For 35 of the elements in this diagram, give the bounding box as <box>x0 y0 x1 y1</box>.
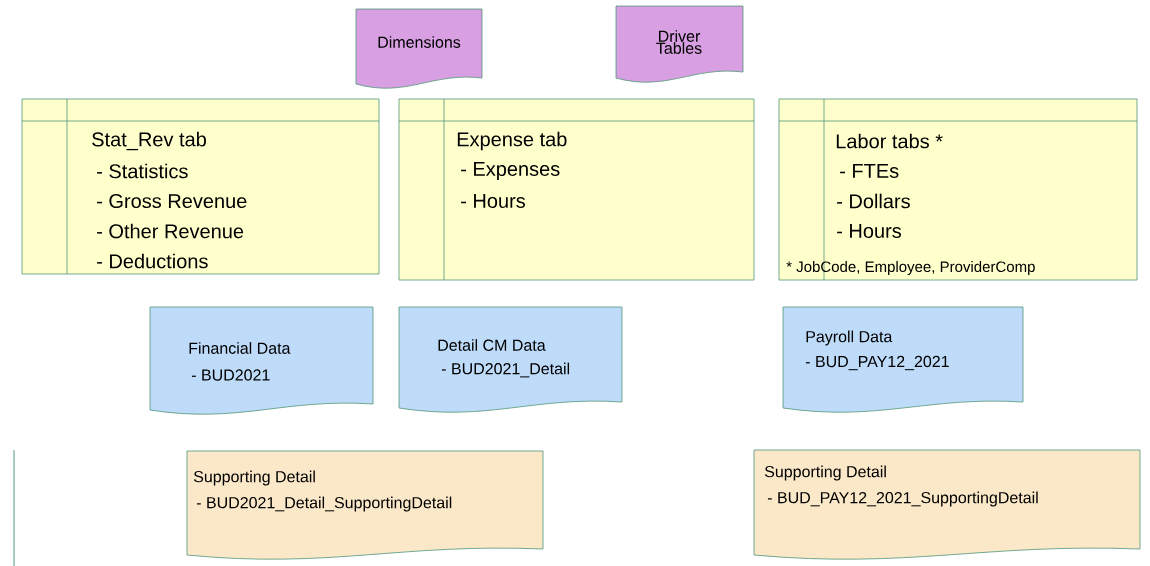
data-store-box <box>21 98 380 275</box>
list-item: - FTEs <box>840 164 899 178</box>
heading-text: Financial Data <box>189 342 291 354</box>
document-shape <box>149 306 374 415</box>
heading-text: Supporting Detail <box>764 465 886 481</box>
heading-text: Driver Tables <box>656 30 702 54</box>
list-item: - Dollars <box>837 193 910 209</box>
heading-text: Detail CM Data <box>438 339 546 351</box>
list-item: - BUD2021_Detail_SupportingDetail <box>196 496 452 512</box>
list-item: - Hours <box>837 224 901 238</box>
document-shape <box>186 450 544 560</box>
list-item: - Deductions <box>97 253 208 269</box>
heading-text: Payroll Data <box>806 330 893 346</box>
list-item: - Statistics <box>97 163 188 179</box>
list-item: - Hours <box>461 194 525 208</box>
list-item: - BUD_PAY12_2021_SupportingDetail <box>767 491 1038 507</box>
heading-text: Supporting Detail <box>193 470 315 486</box>
list-item: - Expenses <box>461 162 560 180</box>
list-item: - BUD_PAY12_2021 <box>805 355 949 371</box>
document-shape <box>782 306 1024 413</box>
document-shape <box>753 449 1141 560</box>
heading-text: Labor tabs * <box>836 133 943 149</box>
list-item: - Other Revenue <box>97 223 244 239</box>
document-shape <box>398 306 623 413</box>
data-store-box <box>398 98 755 281</box>
heading-text: Stat_Rev tab <box>92 131 206 151</box>
document-shape <box>615 5 744 83</box>
list-item: - BUD2021 <box>191 369 270 381</box>
heading-text: Dimensions <box>378 36 461 48</box>
document-shape <box>355 8 483 89</box>
list-item: - Gross Revenue <box>97 193 247 209</box>
heading-text: Expense tab <box>457 131 567 151</box>
data-store-box <box>778 98 1138 281</box>
list-item: * JobCode, Employee, ProviderComp <box>786 261 1035 275</box>
list-item: - BUD2021_Detail <box>441 362 570 378</box>
